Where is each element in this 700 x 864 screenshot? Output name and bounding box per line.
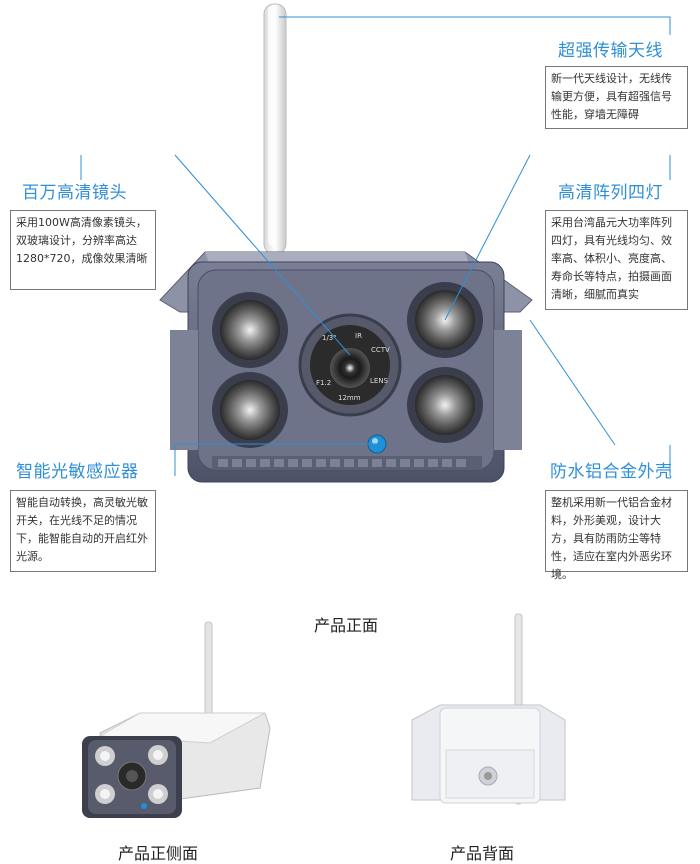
feature-title-sensor: 智能光敏感应器 bbox=[16, 462, 139, 482]
feature-title-lens: 百万高清镜头 bbox=[22, 183, 127, 203]
caption-side: 产品正侧面 bbox=[118, 844, 199, 863]
feature-desc-lens: 采用100W高清像素镜头，双玻璃设计，分辨率高达1280*720，成像效果清晰 bbox=[10, 210, 156, 290]
feature-desc-housing: 整机采用新一代铝合金材料，外形美观，设计大方，具有防雨防尘等特性，适应在室内外恶… bbox=[545, 490, 688, 581]
svg-text:IR: IR bbox=[355, 332, 362, 340]
feature-title-antenna: 超强传输天线 bbox=[558, 41, 663, 61]
caption-back: 产品背面 bbox=[450, 844, 515, 863]
camera-side-view bbox=[82, 621, 271, 818]
callout-lines bbox=[80, 16, 671, 476]
svg-text:F1.2: F1.2 bbox=[316, 379, 331, 387]
antenna-graphic bbox=[263, 3, 287, 255]
svg-text:LENS: LENS bbox=[370, 377, 389, 385]
svg-text:1/3": 1/3" bbox=[322, 334, 337, 342]
svg-text:12mm: 12mm bbox=[338, 394, 361, 402]
feature-desc-sensor: 智能自动转换，高灵敏光敏开关，在光线不足的情况下，能智能自动的开启红外光源。 bbox=[10, 490, 156, 572]
camera-back-view bbox=[411, 613, 566, 805]
svg-text:CCTV: CCTV bbox=[371, 346, 390, 354]
camera-front-illustration: 1/3" IR CCTV F1.2 LENS 12mm bbox=[80, 3, 671, 483]
feature-title-housing: 防水铝合金外壳 bbox=[550, 462, 673, 482]
lens-graphic: 1/3" IR CCTV F1.2 LENS 12mm bbox=[298, 313, 402, 417]
caption-front: 产品正面 bbox=[314, 616, 379, 635]
feature-title-leds: 高清阵列四灯 bbox=[558, 183, 663, 203]
feature-desc-antenna: 新一代天线设计，无线传输更方便，具有超强信号性能，穿墙无障碍 bbox=[545, 66, 688, 129]
led-array bbox=[212, 282, 483, 448]
feature-desc-leds: 采用台湾晶元大功率阵列四灯，具有光线均匀、效率高、体积小、亮度高、寿命长等特点，… bbox=[545, 210, 688, 310]
